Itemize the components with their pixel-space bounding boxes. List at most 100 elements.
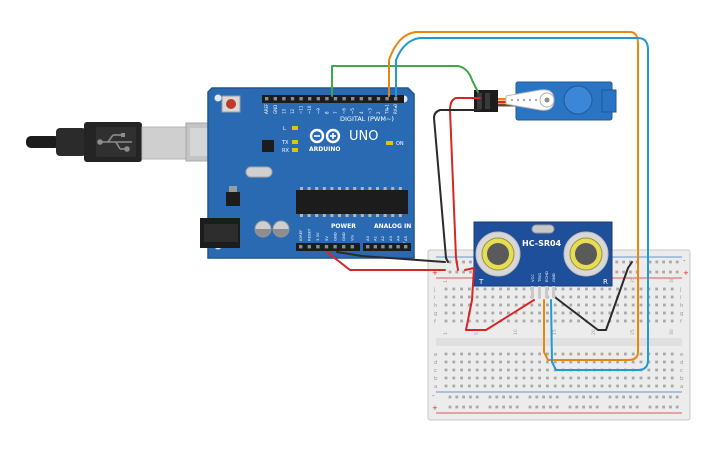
- breadboard-hole[interactable]: [639, 376, 643, 380]
- breadboard-hole[interactable]: [595, 405, 599, 409]
- breadboard-hole[interactable]: [589, 395, 592, 399]
- breadboard-hole[interactable]: [507, 360, 510, 364]
- breadboard-hole[interactable]: [582, 405, 585, 409]
- breadboard-hole[interactable]: [616, 384, 619, 388]
- wire-orange-trig[interactable]: [388, 31, 639, 361]
- breadboard-hole[interactable]: [569, 352, 573, 356]
- breadboard-hole[interactable]: [616, 352, 619, 356]
- breadboard-hole[interactable]: [670, 352, 674, 356]
- breadboard-hole[interactable]: [655, 376, 658, 380]
- breadboard-hole[interactable]: [624, 287, 627, 291]
- breadboard-hole[interactable]: [553, 295, 557, 299]
- breadboard-hole[interactable]: [538, 311, 541, 315]
- breadboard-hole[interactable]: [592, 376, 596, 380]
- breadboard-hole[interactable]: [538, 368, 541, 372]
- breadboard-hole[interactable]: [600, 311, 604, 315]
- breadboard-hole[interactable]: [553, 287, 557, 291]
- breadboard-hole[interactable]: [608, 405, 612, 409]
- breadboard-hole[interactable]: [663, 352, 666, 356]
- breadboard-hole[interactable]: [462, 405, 465, 409]
- breadboard-hole[interactable]: [553, 360, 557, 364]
- breadboard-hole[interactable]: [452, 287, 456, 291]
- breadboard-hole[interactable]: [635, 405, 639, 409]
- breadboard-hole[interactable]: [460, 376, 463, 380]
- header-pin[interactable]: [290, 97, 295, 101]
- breadboard-hole[interactable]: [669, 395, 672, 399]
- breadboard-hole[interactable]: [475, 395, 479, 399]
- breadboard-hole[interactable]: [460, 384, 463, 388]
- breadboard-hole[interactable]: [444, 319, 448, 323]
- breadboard-hole[interactable]: [592, 311, 596, 315]
- breadboard-hole[interactable]: [624, 352, 627, 356]
- breadboard-hole[interactable]: [575, 405, 579, 409]
- breadboard-hole[interactable]: [535, 395, 539, 399]
- breadboard-hole[interactable]: [595, 395, 599, 399]
- breadboard-hole[interactable]: [515, 395, 519, 399]
- breadboard-hole[interactable]: [629, 405, 632, 409]
- breadboard-hole[interactable]: [561, 287, 565, 291]
- header-pin[interactable]: [273, 97, 277, 101]
- breadboard-hole[interactable]: [585, 376, 588, 380]
- breadboard-hole[interactable]: [491, 368, 495, 372]
- breadboard-hole[interactable]: [615, 270, 619, 274]
- breadboard-hole[interactable]: [555, 395, 559, 399]
- breadboard-hole[interactable]: [546, 311, 549, 315]
- breadboard-hole[interactable]: [675, 405, 679, 409]
- breadboard-hole[interactable]: [670, 311, 674, 315]
- breadboard-hole[interactable]: [553, 311, 557, 315]
- breadboard-hole[interactable]: [468, 295, 471, 299]
- breadboard-hole[interactable]: [669, 270, 672, 274]
- header-pin[interactable]: [373, 245, 377, 249]
- breadboard-hole[interactable]: [615, 395, 619, 399]
- breadboard-hole[interactable]: [553, 352, 557, 356]
- header-pin[interactable]: [381, 245, 385, 249]
- breadboard-hole[interactable]: [535, 405, 539, 409]
- breadboard-hole[interactable]: [663, 287, 666, 291]
- breadboard-hole[interactable]: [499, 295, 502, 299]
- breadboard-hole[interactable]: [624, 376, 627, 380]
- breadboard-hole[interactable]: [522, 303, 526, 307]
- breadboard-hole[interactable]: [507, 376, 510, 380]
- breadboard-hole[interactable]: [444, 311, 448, 315]
- breadboard-hole[interactable]: [655, 405, 659, 409]
- breadboard-hole[interactable]: [530, 376, 534, 380]
- breadboard-hole[interactable]: [553, 319, 557, 323]
- breadboard-hole[interactable]: [561, 376, 565, 380]
- breadboard-hole[interactable]: [575, 395, 579, 399]
- breadboard-hole[interactable]: [546, 384, 549, 388]
- breadboard-hole[interactable]: [635, 395, 639, 399]
- breadboard-hole[interactable]: [499, 352, 502, 356]
- breadboard-hole[interactable]: [460, 352, 463, 356]
- breadboard-hole[interactable]: [624, 319, 627, 323]
- breadboard-hole[interactable]: [530, 352, 534, 356]
- breadboard-hole[interactable]: [648, 395, 652, 399]
- breadboard-hole[interactable]: [522, 311, 526, 315]
- breadboard-hole[interactable]: [491, 376, 495, 380]
- breadboard-hole[interactable]: [631, 287, 635, 291]
- breadboard-hole[interactable]: [530, 311, 534, 315]
- breadboard-hole[interactable]: [639, 303, 643, 307]
- breadboard-hole[interactable]: [460, 368, 463, 372]
- reset-button[interactable]: [221, 95, 241, 113]
- breadboard-hole[interactable]: [568, 405, 572, 409]
- header-pin[interactable]: [316, 245, 320, 249]
- breadboard-hole[interactable]: [530, 303, 534, 307]
- breadboard-hole[interactable]: [670, 303, 674, 307]
- breadboard-hole[interactable]: [561, 352, 565, 356]
- breadboard-hole[interactable]: [662, 395, 665, 399]
- breadboard-hole[interactable]: [455, 405, 459, 409]
- breadboard-hole[interactable]: [622, 405, 625, 409]
- breadboard-hole[interactable]: [448, 395, 452, 399]
- breadboard-hole[interactable]: [462, 395, 465, 399]
- breadboard-hole[interactable]: [624, 360, 627, 364]
- breadboard-hole[interactable]: [475, 295, 479, 299]
- servo-motor[interactable]: [474, 81, 617, 121]
- breadboard-hole[interactable]: [561, 319, 565, 323]
- breadboard-hole[interactable]: [514, 287, 518, 291]
- breadboard-hole[interactable]: [655, 384, 658, 388]
- breadboard-hole[interactable]: [491, 319, 495, 323]
- breadboard-hole[interactable]: [655, 319, 658, 323]
- header-pin[interactable]: [350, 245, 354, 249]
